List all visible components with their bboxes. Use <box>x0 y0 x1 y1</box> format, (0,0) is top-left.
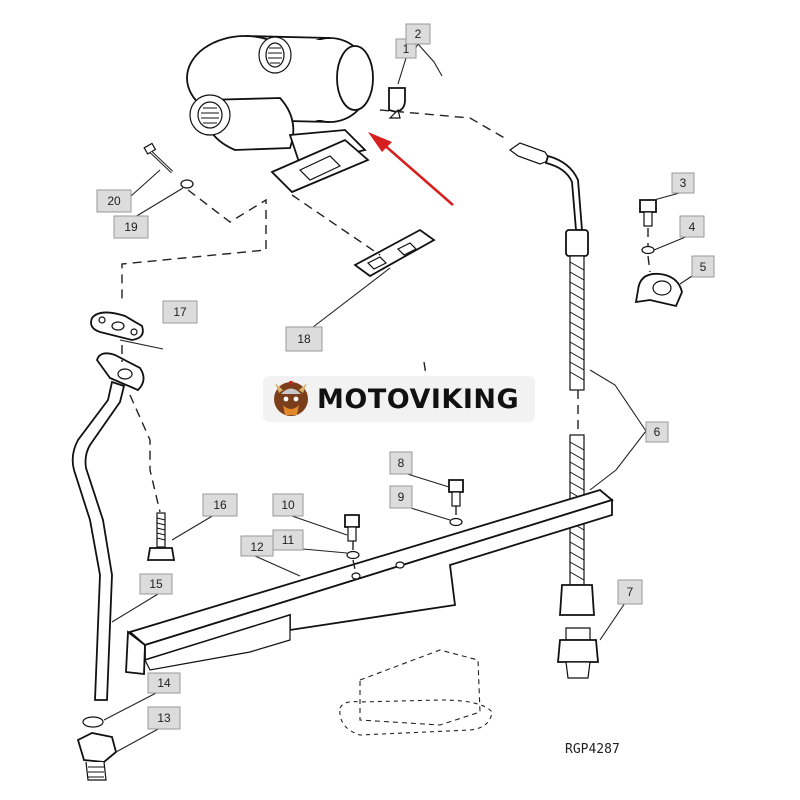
svg-text:19: 19 <box>124 220 138 234</box>
callout-12: 12 <box>240 535 274 557</box>
svg-text:13: 13 <box>157 711 171 725</box>
svg-text:11: 11 <box>282 533 295 547</box>
callout-6: 6 <box>645 421 669 443</box>
svg-text:17: 17 <box>173 305 187 319</box>
callout-14: 14 <box>147 672 181 694</box>
svg-text:20: 20 <box>107 194 121 208</box>
fitting-7 <box>557 627 599 679</box>
svg-text:12: 12 <box>250 540 264 554</box>
svg-text:18: 18 <box>297 332 311 346</box>
callout-10: 10 <box>272 493 304 517</box>
svg-text:15: 15 <box>149 577 163 591</box>
oil-drain-tube <box>71 352 145 701</box>
bolt-10 <box>344 514 360 560</box>
svg-text:6: 6 <box>654 425 661 439</box>
oil-drain-gasket <box>90 311 144 341</box>
oil-line <box>508 142 595 616</box>
assembly-lines <box>121 109 651 575</box>
callout-7: 7 <box>617 579 643 605</box>
callout-13: 13 <box>147 706 181 730</box>
red-pointer-arrow <box>368 132 454 206</box>
svg-text:1: 1 <box>403 42 410 56</box>
flange-gasket <box>353 228 436 278</box>
callout-18: 18 <box>285 326 323 352</box>
callout-9: 9 <box>389 485 413 509</box>
watermark-text: MOTOVIKING <box>317 383 520 415</box>
svg-text:4: 4 <box>689 220 696 234</box>
callout-4: 4 <box>679 215 705 238</box>
callout-15: 15 <box>139 573 173 595</box>
viking-mascot-icon <box>274 381 308 416</box>
svg-text:5: 5 <box>700 260 707 274</box>
drawing-reference: RGP4287 <box>565 742 620 757</box>
callout-8: 8 <box>389 451 413 475</box>
oil-cooler-outline <box>339 649 493 736</box>
callout-3: 3 <box>671 172 695 194</box>
svg-text:16: 16 <box>213 498 227 512</box>
svg-text:14: 14 <box>157 676 171 690</box>
bolt-8 <box>448 479 464 527</box>
turbocharger <box>186 35 374 194</box>
callout-19: 19 <box>113 215 149 239</box>
callout-5: 5 <box>691 255 715 278</box>
callout-16: 16 <box>202 493 238 517</box>
heat-shield-bracket <box>125 488 614 676</box>
clamp-5 <box>634 272 683 308</box>
bolt-16 <box>146 512 176 561</box>
svg-text:9: 9 <box>398 490 405 504</box>
svg-text:3: 3 <box>680 176 687 190</box>
svg-text:2: 2 <box>415 27 422 41</box>
callout-17: 17 <box>162 300 198 324</box>
svg-text:10: 10 <box>281 498 295 512</box>
bolt-3 <box>639 199 657 227</box>
callout-20: 20 <box>96 189 132 213</box>
callout-2: 2 <box>405 23 431 45</box>
bolt-20 <box>143 142 194 189</box>
motoviking-watermark: MOTOVIKING <box>263 376 535 422</box>
callout-11: 11 <box>272 529 304 551</box>
nut-13 <box>76 716 118 781</box>
svg-text:8: 8 <box>398 456 405 470</box>
svg-text:7: 7 <box>627 585 634 599</box>
